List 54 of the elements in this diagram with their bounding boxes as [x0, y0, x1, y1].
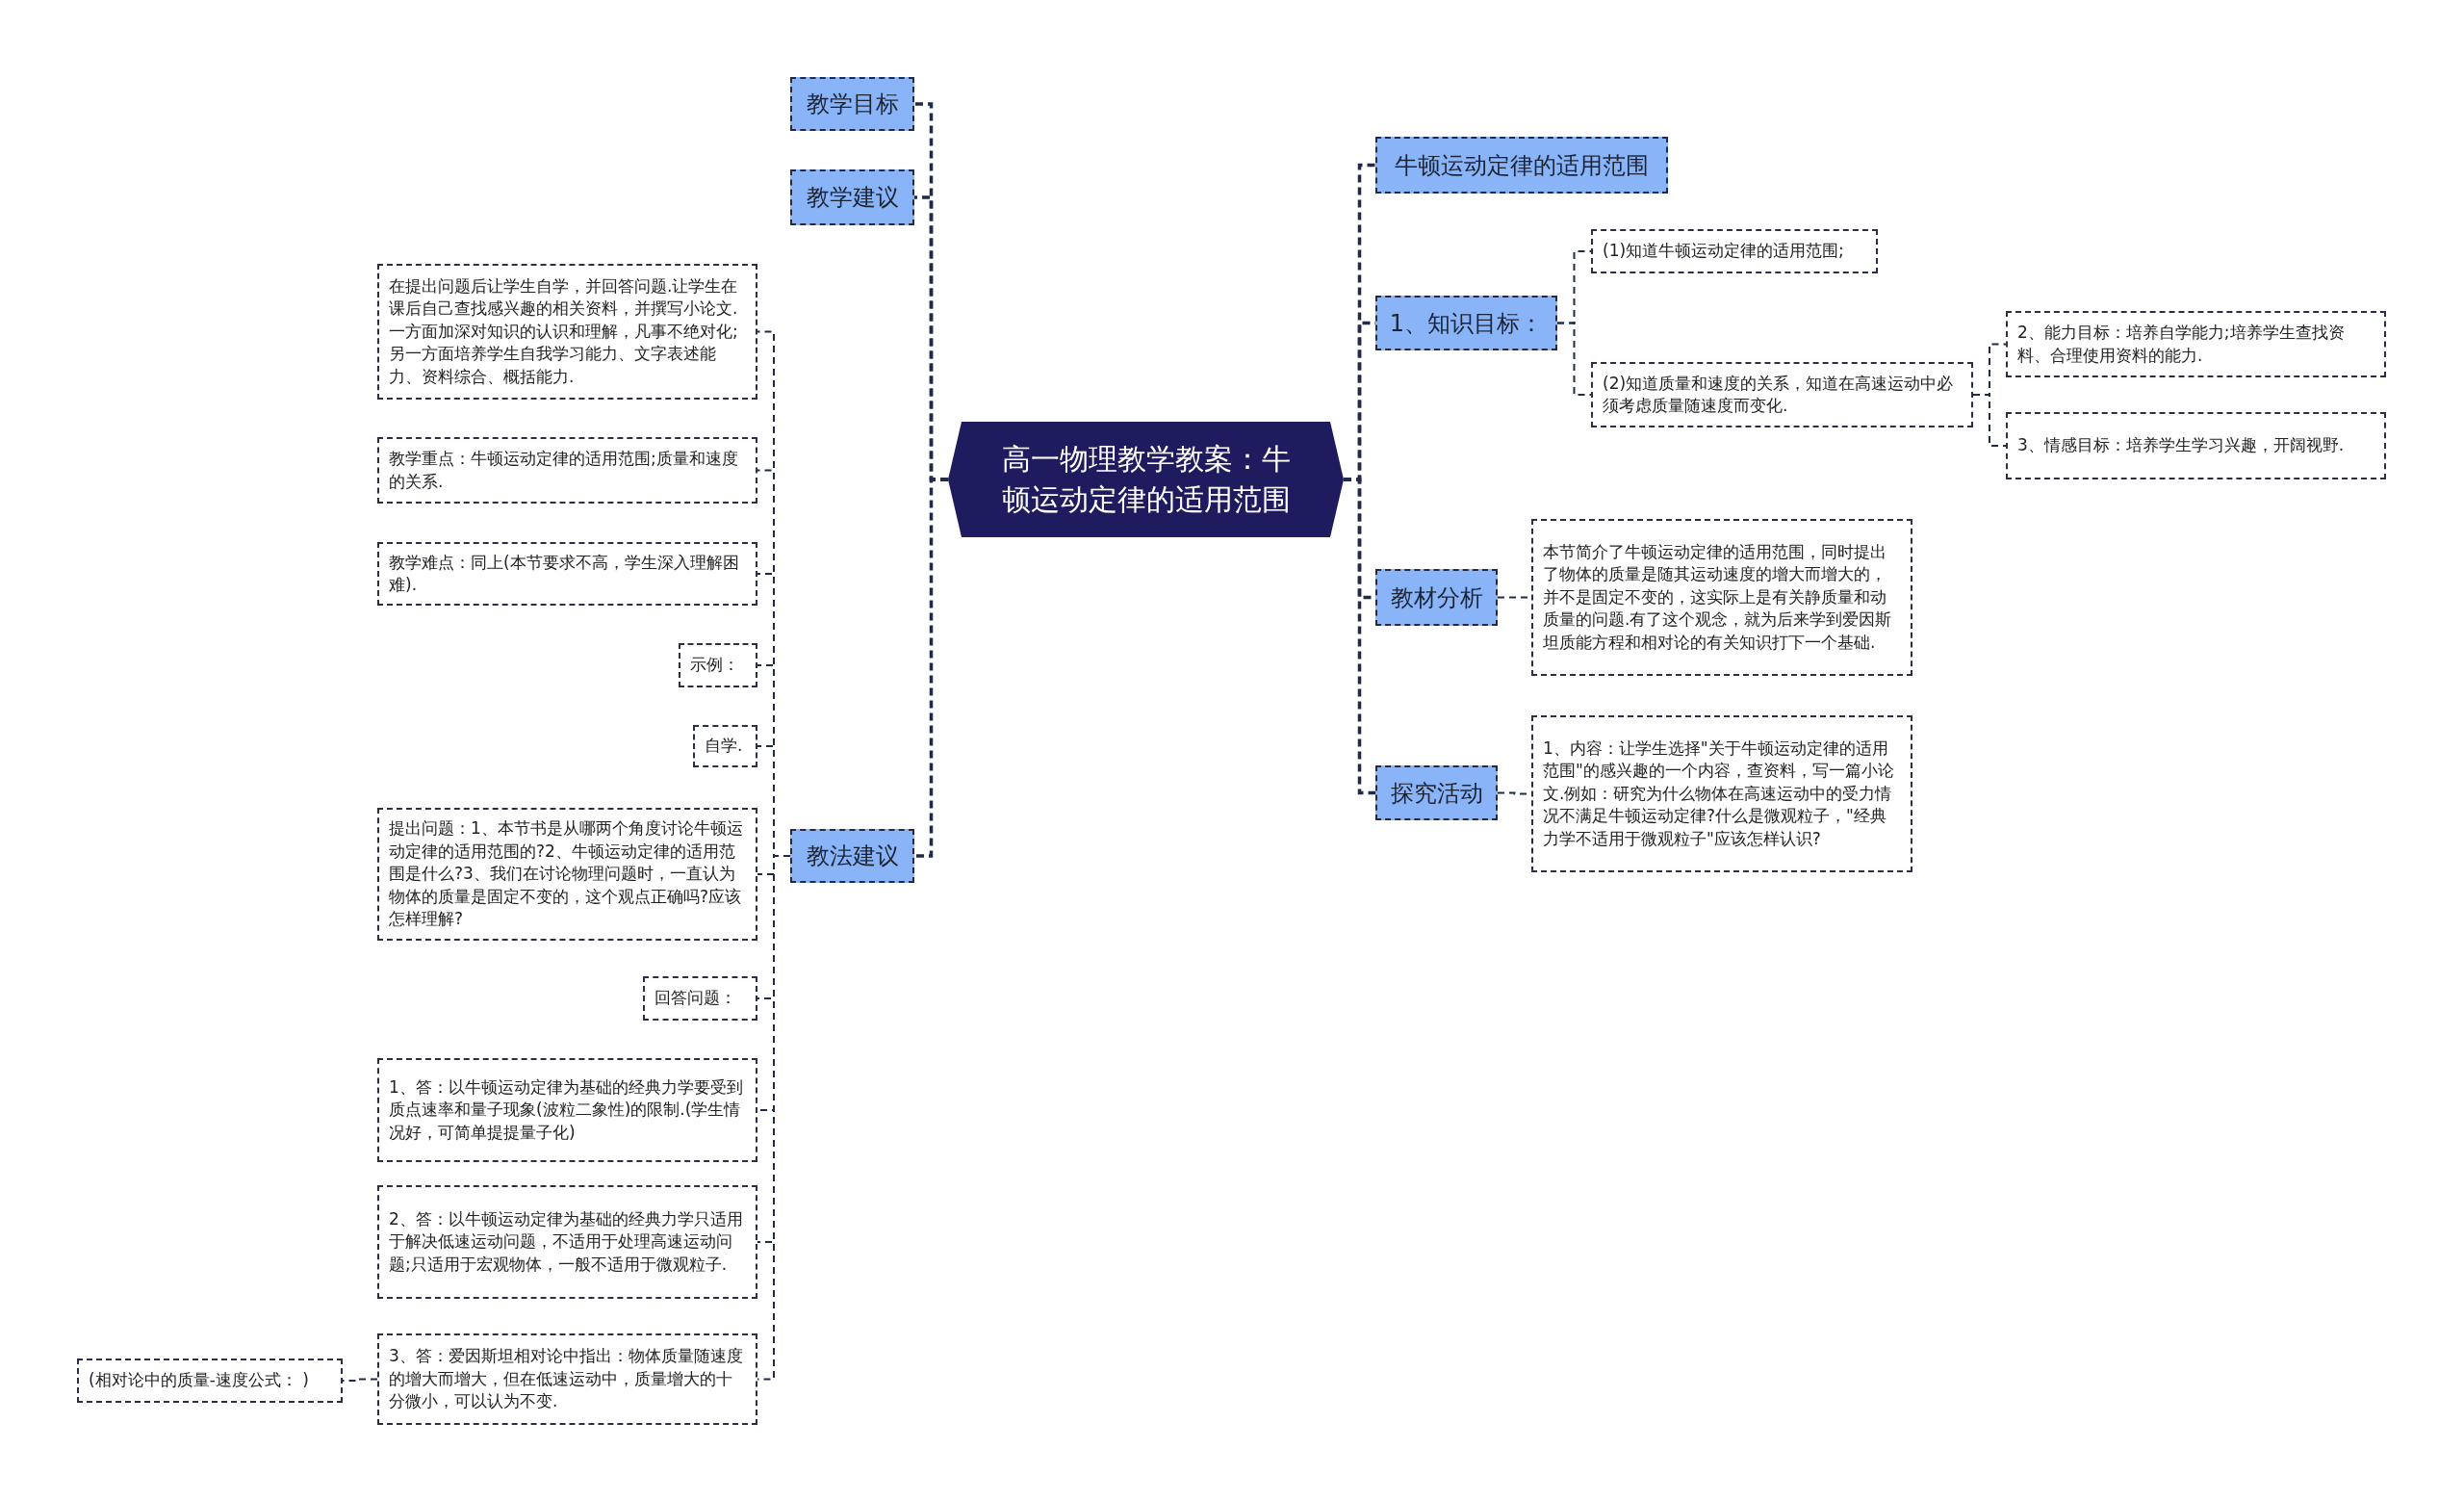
branch-topic-box — [790, 829, 914, 883]
note-box — [1591, 229, 1878, 273]
note-box — [1531, 519, 1912, 676]
node-text: 回答问题： — [654, 987, 736, 1010]
connector-line — [914, 478, 948, 858]
node-text: (相对论中的质量-速度公式： ) — [89, 1369, 309, 1392]
node-text: 教学建议 — [806, 183, 899, 213]
note-box — [377, 1185, 757, 1299]
node-text: 1、内容：让学生选择"关于牛顿运动定律的适用范围"的感兴趣的一个内容，查资料，写一篇小论文.例如：研究为什么物体在高速运动中的受力情况不满足牛顿运动定律?什么是微观粒子，"经典力学不适用于微观粒子"应该怎样认识? — [1543, 737, 1895, 850]
node-text: 探究活动 — [1390, 778, 1483, 809]
node-text: 1、答：以牛顿运动定律为基础的经典力学要受到质点速率和量子现象(波粒二象性)的限制.(学生情况好，可简单提提量子化) — [389, 1075, 744, 1144]
note-box — [2006, 412, 2386, 479]
node-text: 2、答：以牛顿运动定律为基础的经典力学只适用于解决低速运动问题，不适用于处理高速运动问题;只适用于宏观物体，一般不适用于微观粒子. — [389, 1207, 744, 1276]
node-text: 牛顿运动定律的适用范围 — [1395, 150, 1649, 181]
branch-topic-box — [1375, 137, 1668, 194]
note-box — [377, 437, 757, 504]
note-box — [377, 264, 757, 400]
note-box — [1591, 362, 1973, 427]
connector-line — [1556, 322, 1592, 396]
node-text: 教学目标 — [806, 90, 899, 119]
node-text: 教法建议 — [806, 841, 899, 871]
central-topic-hexagon — [948, 422, 1344, 537]
node-text: 高一物理教学教案：牛顿运动定律的适用范围 — [1000, 441, 1292, 518]
node-text: 3、答：爱因斯坦相对论中指出：物体质量随速度的增大而增大，但在低速运动中，质量增大的十分微小，可以认为不变. — [389, 1345, 744, 1413]
node-text: 示例： — [690, 654, 739, 677]
node-text: 教学重点：牛顿运动定律的适用范围;质量和速度的关系. — [389, 448, 739, 493]
branch-topic-box — [1375, 569, 1498, 626]
connector-line — [1972, 394, 2007, 447]
note-box — [377, 1058, 757, 1162]
note-box — [643, 976, 757, 1021]
node-text: 2、能力目标：培养自学能力;培养学生查找资料、合理使用资料的能力. — [2017, 322, 2346, 367]
note-box — [2006, 311, 2386, 377]
branch-topic-box — [790, 77, 914, 131]
note-box — [679, 643, 757, 687]
node-text: 自学. — [705, 735, 743, 758]
branch-topic-box — [1375, 296, 1557, 350]
note-box — [77, 1359, 343, 1403]
note-box — [377, 808, 757, 941]
node-text: 1、知识目标： — [1389, 308, 1544, 339]
node-text: 本节简介了牛顿运动定律的适用范围，同时提出了物体的质量是随其运动速度的增大而增大的，并不是固定不变的，这实际上是有关静质量和动质量的问题.有了这个观念，就为后来学到爱因斯坦质能方程和相对论的有关知识打下一个基础. — [1543, 540, 1893, 654]
node-text: (1)知道牛顿运动定律的适用范围; — [1603, 240, 1844, 263]
node-text: 3、情感目标：培养学生学习兴趣，开阔视野. — [2017, 434, 2345, 457]
connector-line — [1344, 478, 1375, 795]
note-box — [377, 542, 757, 606]
note-box — [377, 1333, 757, 1425]
node-text: 提出问题：1、本节书是从哪两个角度讨论牛顿运动定律的适用范围的?2、牛顿运动定律的适用范围是什么?3、我们在讨论物理问题时，一直认为物体的质量是固定不变的，这个观点正确吗?应该怎样理解? — [389, 817, 744, 931]
node-text: 教材分析 — [1390, 582, 1483, 613]
branch-topic-box — [790, 169, 914, 225]
node-text: (2)知道质量和速度的关系，知道在高速运动中必须考虑质量随速度而变化. — [1603, 372, 1955, 417]
branch-topic-box — [1375, 765, 1498, 820]
node-text: 教学难点：同上(本节要求不高，学生深入理解困难). — [389, 551, 740, 596]
note-box — [693, 725, 757, 767]
node-text: 在提出问题后让学生自学，并回答问题.让学生在课后自己查找感兴趣的相关资料，并撰写小论文.一方面加深对知识的认识和理解，凡事不绝对化;另一方面培养学生自我学习能力、文字表述能力、资料综合、概括能力. — [389, 274, 739, 388]
note-box — [1531, 715, 1912, 872]
